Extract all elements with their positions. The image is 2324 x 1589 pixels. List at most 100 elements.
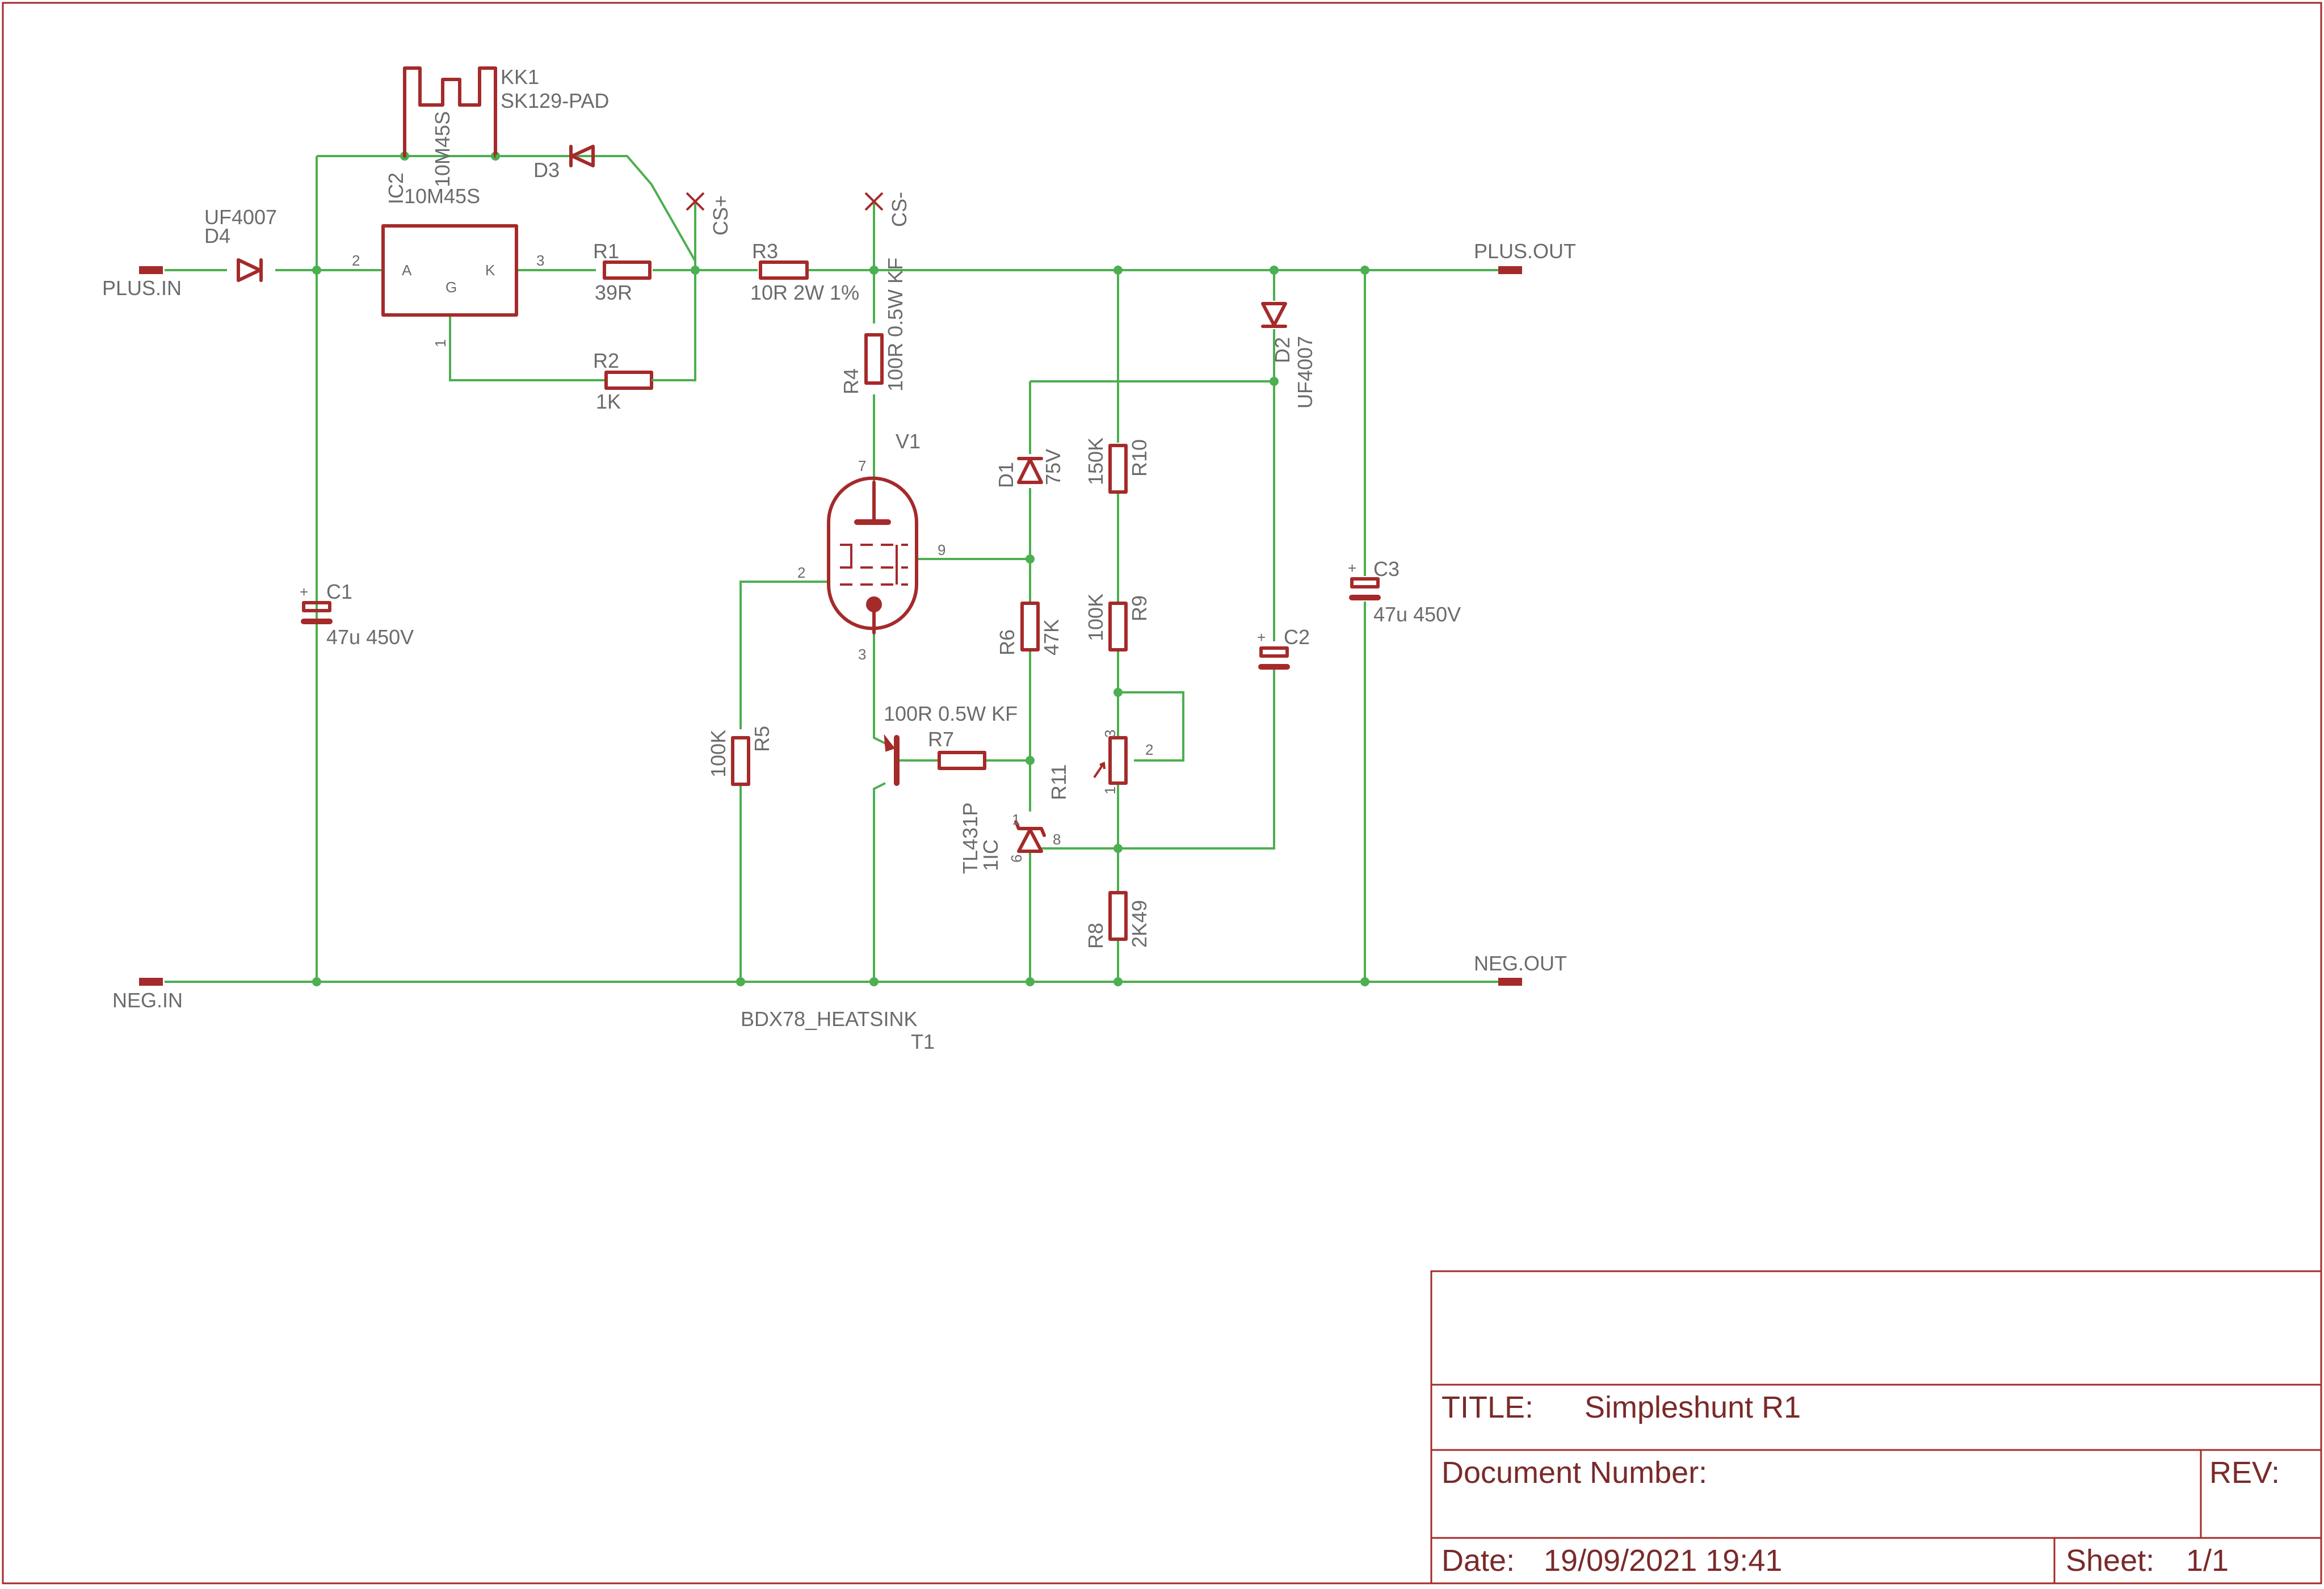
r10-name: R10: [1128, 439, 1151, 477]
wire-grid-r5: [739, 581, 829, 729]
tl431-value: 1IC: [979, 839, 1002, 871]
d2-value: UF4007: [1293, 336, 1317, 409]
docnum-label: Document Number:: [1442, 1456, 1707, 1490]
wire-v1-t1: [873, 633, 886, 745]
port-plus-out[interactable]: PLUS.OUT: [1474, 239, 1576, 274]
d2-diode: D2 UF4007: [1261, 302, 1317, 409]
r7-resistor: R7 100R 0.5W KF: [884, 702, 1018, 770]
wires: [165, 155, 1507, 983]
port-neg-out-label: NEG.OUT: [1474, 952, 1567, 975]
r8-resistor: R8 2K49: [1084, 891, 1151, 949]
r9-resistor: 100K R9: [1084, 594, 1151, 651]
r5-value: 100K: [707, 730, 730, 777]
r3-name: R3: [752, 239, 778, 263]
r10-value: 150K: [1084, 438, 1107, 485]
r4-resistor: R4 100R 0.5W KF: [839, 258, 907, 394]
d4-value: UF4007: [204, 205, 277, 229]
ic2-pin1: 1: [432, 339, 449, 347]
port-plus-out-label: PLUS.OUT: [1474, 239, 1576, 263]
r2-name: R2: [593, 349, 619, 372]
wire-r11-wiper: [1118, 691, 1184, 762]
d3-diode: D3: [495, 145, 627, 182]
r6-name: R6: [995, 629, 1019, 655]
r5-name: R5: [750, 726, 774, 752]
tl431-shunt: TL431P 1IC 1 6 8: [959, 802, 1061, 874]
d1-zener: D1 75V: [994, 449, 1065, 488]
r7-value: 100R 0.5W KF: [884, 702, 1018, 725]
r11-pin2: 2: [1145, 741, 1153, 758]
junction: [1026, 554, 1035, 564]
port-plus-in[interactable]: PLUS.IN: [102, 266, 182, 300]
junction: [1113, 844, 1123, 853]
v1-pin2: 2: [797, 564, 805, 581]
junction: [312, 266, 321, 275]
r6-value: 47K: [1040, 619, 1063, 655]
port-neg-out[interactable]: NEG.OUT: [1474, 952, 1567, 986]
title-label: TITLE:: [1442, 1390, 1533, 1424]
v1-name: V1: [896, 430, 921, 453]
r5-resistor: 100K R5: [707, 726, 774, 786]
junction: [869, 266, 879, 275]
junction: [736, 977, 745, 986]
junctions: [312, 152, 1369, 986]
r3-value: 10R 2W 1%: [750, 281, 859, 304]
r11-trimmer: R11 3 1 2: [1047, 730, 1153, 800]
r6-resistor: R6 47K: [995, 602, 1063, 655]
junction: [1113, 266, 1123, 275]
tl431-name: TL431P: [959, 802, 982, 874]
wire-t1-ground: [873, 782, 886, 982]
d4-name: D4: [204, 224, 230, 247]
port-cs-minus-label: CS-: [888, 192, 911, 227]
kk1-heatsink-symbol: KK1 SK129-PAD: [403, 65, 609, 158]
rev-label: REV:: [2209, 1456, 2280, 1490]
d1-value: 75V: [1041, 449, 1065, 485]
ic2-value-rotated: 10M45S: [431, 111, 454, 187]
v1-valve: V1 7 9 2 3: [797, 430, 945, 663]
date-value: 19/09/2021 19:41: [1544, 1544, 1782, 1578]
t1-value: BDX78_HEATSINK: [741, 1007, 917, 1031]
r11-pin3: 3: [1102, 730, 1119, 738]
ic2-pin2: 2: [352, 252, 360, 269]
d4-diode: UF4007 D4: [204, 205, 277, 282]
d3-name: D3: [533, 158, 560, 182]
port-neg-in[interactable]: NEG.IN: [112, 978, 183, 1012]
r7-name: R7: [928, 728, 954, 751]
ic2-name: IC2: [384, 173, 407, 204]
c3-value: 47u 450V: [1373, 603, 1461, 626]
sheet-label: Sheet:: [2066, 1544, 2154, 1578]
junction: [312, 977, 321, 986]
ic2-pin-k: K: [485, 262, 495, 279]
r9-name: R9: [1128, 595, 1151, 621]
t1-transistor: BDX78_HEATSINK T1: [741, 734, 935, 1053]
c1-value: 47u 450V: [326, 625, 414, 649]
kk1-name: KK1: [501, 65, 539, 89]
wire-heatsink-top: [317, 155, 696, 381]
r8-name: R8: [1084, 923, 1107, 949]
junction: [1360, 977, 1369, 986]
c3-name: C3: [1373, 557, 1400, 581]
title-block: TITLE: Simpleshunt R1 Document Number: R…: [1430, 1270, 2322, 1584]
kk1-value: SK129-PAD: [501, 89, 609, 112]
r11-pin1: 1: [1102, 787, 1119, 794]
port-cs-plus[interactable]: CS+: [686, 192, 732, 236]
wire-g-r2: [449, 315, 604, 381]
junction: [1270, 377, 1279, 386]
c2-plus-mark: +: [1257, 629, 1266, 646]
c1-plus-mark: +: [300, 583, 308, 600]
c3-plus-mark: +: [1348, 560, 1356, 577]
c2-name: C2: [1284, 625, 1310, 649]
port-cs-minus[interactable]: CS-: [864, 192, 911, 227]
d2-name: D2: [1271, 337, 1294, 363]
junction: [1113, 977, 1123, 986]
ic2-value: 10M45S: [404, 184, 480, 208]
r2-resistor: R2 1K: [593, 349, 678, 413]
ic2-pin3: 3: [536, 252, 544, 269]
r3-resistor: R3 10R 2W 1%: [750, 239, 859, 304]
title-value: Simpleshunt R1: [1585, 1390, 1801, 1424]
v1-pin9: 9: [938, 541, 945, 558]
r1-name: R1: [593, 239, 619, 263]
r1-value: 39R: [595, 281, 632, 304]
tl431-pin1: 1: [1012, 811, 1020, 828]
t1-name: T1: [911, 1030, 935, 1053]
